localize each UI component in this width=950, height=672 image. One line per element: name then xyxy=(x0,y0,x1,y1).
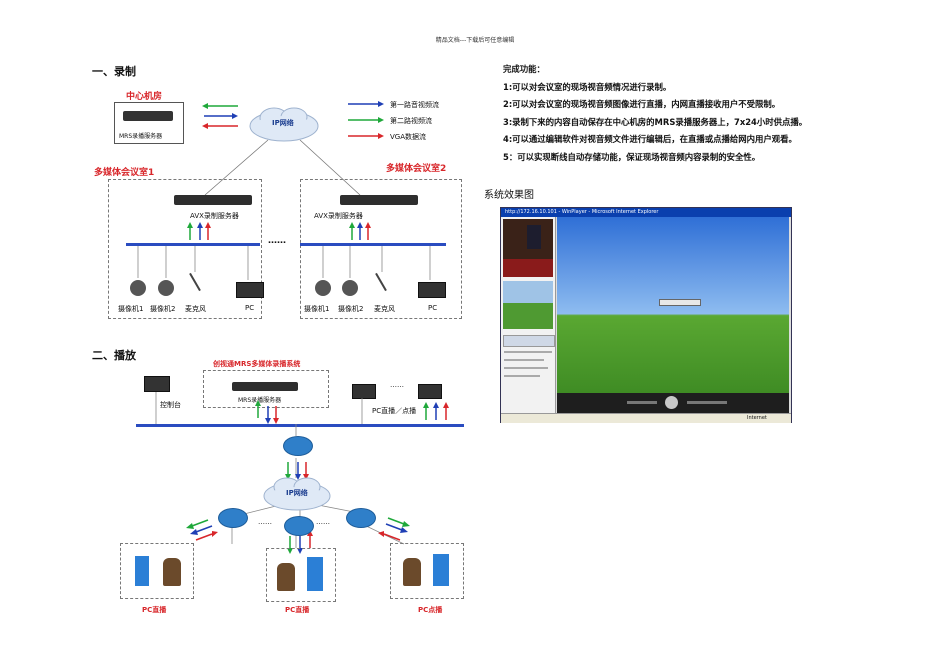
sidebar-tabs[interactable] xyxy=(503,335,555,347)
device-pc: PC xyxy=(245,304,255,312)
cloud-label-2: IP网络 xyxy=(286,489,308,497)
room2-bus xyxy=(300,243,446,246)
avx-server-2-label: AVX录制服务器 xyxy=(314,212,363,220)
video-main xyxy=(557,217,789,393)
play-button[interactable] xyxy=(665,396,678,409)
camera-icon xyxy=(130,280,146,296)
cloud-label-1: IP网络 xyxy=(272,119,294,127)
browser-title: http://172.16.10.101 - WinPlayer - Micro… xyxy=(505,209,659,215)
player-controls xyxy=(557,393,789,413)
ip-network-cloud-1 xyxy=(249,107,319,142)
building-icon xyxy=(135,556,149,586)
router-ellipsis-1: …… xyxy=(258,518,272,526)
building-icon xyxy=(307,557,323,591)
volume-bar[interactable] xyxy=(687,401,727,404)
center-mrs-label: MRS录播服务器 xyxy=(119,133,163,140)
console-label: 控制台 xyxy=(160,401,181,409)
endpoint-label-2: PC直播 xyxy=(285,606,310,614)
result-screenshot: http://172.16.10.101 - WinPlayer - Micro… xyxy=(500,207,792,423)
feature-item: 2:可以对会议室的现场视音频图像进行直播，内网直播接收用户不受限制。 xyxy=(503,99,781,109)
endpoint-label-1: PC直播 xyxy=(142,606,167,614)
playback-mrs-label: MRS录播服务器 xyxy=(238,397,282,404)
laptop-icon xyxy=(418,282,446,298)
laptop-icon xyxy=(236,282,264,298)
section-recording-title: 一、录制 xyxy=(92,65,136,78)
router-icon xyxy=(283,436,313,456)
player-sidebar xyxy=(501,217,556,413)
device-camera2: 摄像机2 xyxy=(150,305,176,313)
pc-ellipsis: …… xyxy=(390,381,404,389)
avx-server-1-label: AVX录制服务器 xyxy=(190,212,239,220)
room1-label: 多媒体会议室1 xyxy=(94,168,155,178)
page-header: 精品文档---下载后可任意编辑 xyxy=(435,37,515,44)
router-icon xyxy=(346,508,376,528)
legend-stream2: 第二路视频流 xyxy=(390,117,432,125)
endpoint-label-3: PC点播 xyxy=(418,606,443,614)
device-camera1: 摄像机1 xyxy=(304,305,330,313)
camera-icon xyxy=(342,280,358,296)
feature-item: 5：可以实现断线自动存储功能，保证现场视音频内容录制的安全性。 xyxy=(503,152,761,162)
section-playback-title: 二、播放 xyxy=(92,349,136,362)
device-pc: PC xyxy=(428,304,438,312)
user-at-desk-icon xyxy=(163,558,181,586)
mrs-system-box xyxy=(203,370,329,408)
user-at-desk-icon xyxy=(277,563,295,591)
room1-bus xyxy=(126,243,260,246)
rooms-ellipsis: …… xyxy=(268,236,286,246)
browser-statusbar: Internet xyxy=(501,413,791,423)
feature-item: 4:可以通过编辑软件对视音频文件进行编辑后，在直播或点播给网内用户观看。 xyxy=(503,134,797,144)
status-zone: Internet xyxy=(747,415,767,421)
room2-box xyxy=(300,179,462,319)
feature-item: 3:录制下来的内容自动保存在中心机房的MRS录播服务器上，7x24小时供点播。 xyxy=(503,117,808,127)
seek-bar[interactable] xyxy=(627,401,657,404)
room1-box xyxy=(108,179,262,319)
building-icon xyxy=(433,554,449,586)
router-icon xyxy=(284,516,314,536)
router-ellipsis-2: …… xyxy=(316,518,330,526)
center-room-box: MRS录播服务器 xyxy=(114,102,184,144)
ip-network-cloud-2 xyxy=(263,477,331,511)
avx-server-2-icon xyxy=(340,195,418,205)
laptop-icon xyxy=(352,384,376,399)
legend-vga: VGA数据流 xyxy=(390,133,427,141)
video-preview-2 xyxy=(503,281,553,329)
pc-live-vod-label: PC直播／点播 xyxy=(372,407,417,415)
legend-arrows xyxy=(348,101,384,139)
camera-icon xyxy=(158,280,174,296)
room2-label: 多媒体会议室2 xyxy=(386,164,447,174)
router-icon xyxy=(218,508,248,528)
server-rack-icon xyxy=(123,111,173,121)
device-camera1: 摄像机1 xyxy=(118,305,144,313)
video-caption-bar xyxy=(659,299,701,306)
endpoint-box-1 xyxy=(120,543,194,599)
laptop-icon xyxy=(144,376,170,392)
endpoint-box-2 xyxy=(266,548,336,602)
server-rack-icon xyxy=(232,382,298,391)
avx-server-1-icon xyxy=(174,195,252,205)
features-title: 完成功能： xyxy=(503,64,545,74)
endpoint-box-3 xyxy=(390,543,464,599)
playback-bus xyxy=(136,424,464,427)
browser-titlebar: http://172.16.10.101 - WinPlayer - Micro… xyxy=(501,208,791,217)
center-stream-arrows xyxy=(202,103,238,129)
device-mic: 麦克风 xyxy=(185,305,206,313)
result-title: 系统效果图 xyxy=(484,190,534,201)
legend-stream1: 第一路音视频流 xyxy=(390,101,439,109)
video-preview-1 xyxy=(503,219,553,277)
user-at-desk-icon xyxy=(403,558,421,586)
device-mic: 麦克风 xyxy=(374,305,395,313)
feature-item: 1:可以对会议室的现场视音频情况进行录制。 xyxy=(503,82,672,92)
laptop-icon xyxy=(418,384,442,399)
mrs-system-label: 创视通MRS多媒体录播系统 xyxy=(213,359,301,369)
device-camera2: 摄像机2 xyxy=(338,305,364,313)
camera-icon xyxy=(315,280,331,296)
center-room-label: 中心机房 xyxy=(126,92,163,102)
